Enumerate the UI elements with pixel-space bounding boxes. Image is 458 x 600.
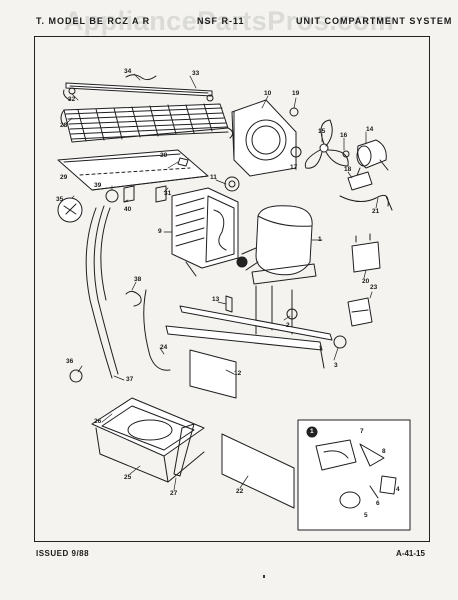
callout-11: 11 (210, 174, 217, 181)
callout-32: 32 (68, 96, 76, 103)
rear-cover-22 (221, 433, 295, 509)
callout-10: 10 (264, 90, 272, 97)
page-code: A-41-15 (396, 549, 425, 558)
inset-callout-5: 5 (364, 512, 368, 519)
callout-36: 36 (66, 358, 74, 365)
callout-20: 20 (362, 278, 370, 285)
relay-20 (351, 233, 381, 273)
callout-3: 3 (334, 362, 338, 369)
callout-17: 17 (290, 164, 298, 171)
callout-35: 35 (56, 196, 64, 203)
inset-callout-8: 8 (382, 448, 386, 455)
callout-1: 1 (318, 236, 322, 243)
compressor (236, 205, 317, 285)
callout-14: 14 (366, 126, 374, 133)
part-36 (69, 369, 83, 383)
callout-22: 22 (236, 488, 244, 495)
clip-30 (177, 157, 189, 167)
callout-33: 33 (192, 70, 200, 77)
callout-38: 38 (134, 276, 142, 283)
header-model: NSF R-11 (197, 16, 245, 26)
callout-15: 15 (318, 128, 326, 135)
callout-12: 12 (234, 370, 242, 377)
scan-speck (263, 575, 265, 578)
drain-pan (91, 397, 205, 483)
base-channel-12 (165, 305, 333, 399)
diagram-frame (34, 36, 430, 542)
inset-callout-4: 4 (396, 486, 400, 493)
inset-callout-6: 6 (376, 500, 380, 507)
grommet-11-hole (228, 180, 236, 188)
fan-motor (342, 139, 389, 179)
callout-16: 16 (340, 132, 348, 139)
callout-21: 21 (372, 208, 380, 215)
grommet-17 (290, 146, 302, 158)
leader-lines (65, 73, 379, 491)
callout-2: 2 (286, 322, 290, 329)
inset-callout-7: 7 (360, 428, 364, 435)
header-title-right: UNIT COMPARTMENT SYSTEM (296, 16, 453, 26)
issued-date: ISSUED 9/88 (36, 549, 90, 558)
callout-39: 39 (94, 182, 102, 189)
inset-marker: 1 (310, 428, 314, 435)
callout-25: 25 (124, 474, 132, 481)
callout-30: 30 (160, 152, 168, 159)
drip-tray-29 (57, 149, 209, 191)
callout-9: 9 (158, 228, 162, 235)
drain-35 (57, 197, 83, 223)
header-title-left: T. MODEL BE RCZ A R (36, 16, 151, 26)
condenser-coil (60, 89, 234, 143)
inset-detail (297, 419, 411, 531)
callout-34: 34 (124, 68, 132, 75)
strip-27 (173, 423, 195, 477)
callout-27: 27 (170, 490, 178, 497)
callout-23: 23 (370, 284, 378, 291)
grommet-40 (123, 185, 135, 203)
callout-40: 40 (124, 206, 132, 213)
drain-hose-37 (85, 205, 119, 379)
callout-24: 24 (160, 344, 168, 351)
callout-18: 18 (344, 166, 352, 173)
heat-exchanger-9 (171, 187, 239, 277)
motor-bracket-wires (339, 171, 393, 211)
callout-37: 37 (126, 376, 134, 383)
callout-29: 29 (60, 174, 68, 181)
callout-26: 26 (94, 418, 102, 425)
clamp-3 (333, 335, 347, 349)
clip-31 (155, 185, 167, 203)
grommet-11 (224, 176, 240, 192)
callout-28: 28 (60, 122, 68, 129)
callout-31: 31 (164, 190, 172, 197)
fan-blade (304, 119, 349, 169)
tube-38-24 (125, 289, 171, 371)
capacitor-23 (347, 297, 373, 327)
bracket-33-34 (65, 74, 214, 102)
callout-19: 19 (292, 90, 300, 97)
callout-13: 13 (212, 296, 220, 303)
